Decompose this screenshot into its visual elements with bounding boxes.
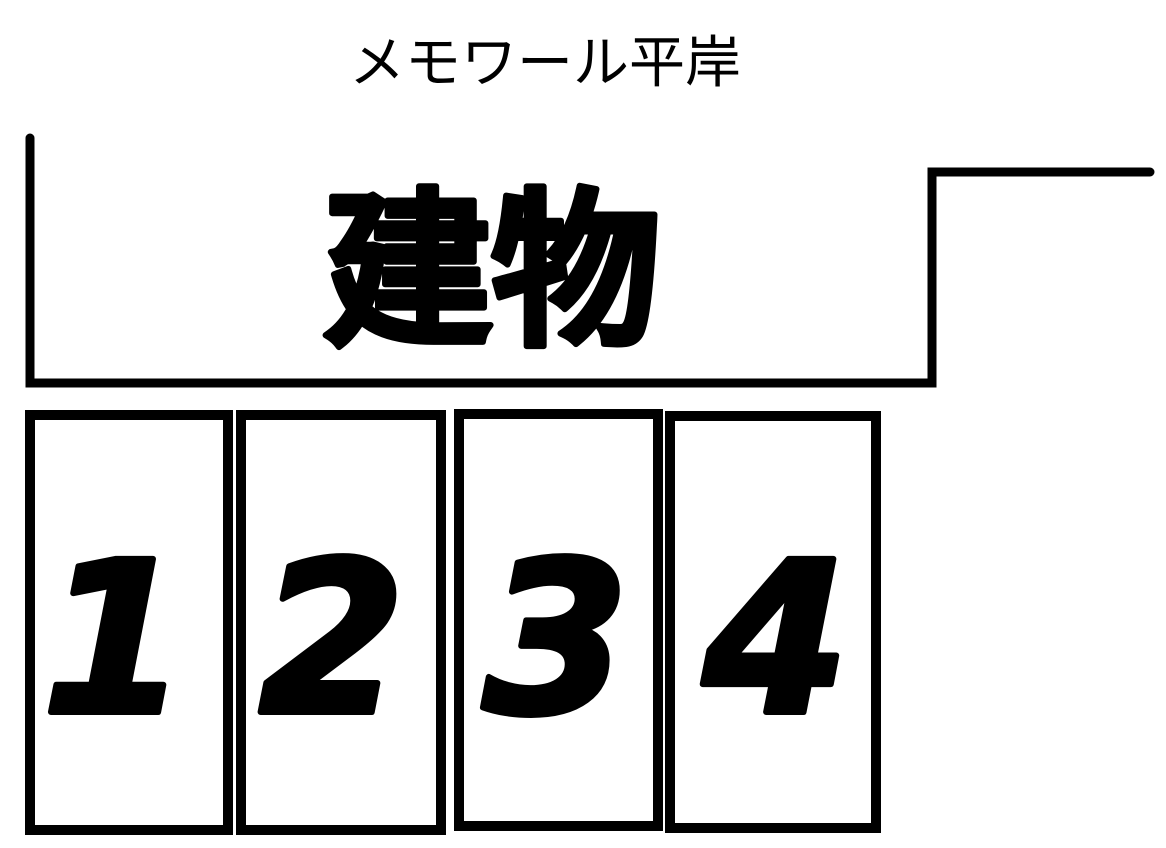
parking-space-number: 2 [259, 517, 405, 762]
property-title: メモワール平岸 [349, 31, 741, 96]
parking-space-1: 1 [25, 410, 233, 835]
parking-space-box [25, 410, 233, 835]
parking-space-4: 4 [665, 411, 881, 833]
parking-space-number: 1 [42, 517, 188, 762]
building-label: 建物 [324, 174, 660, 370]
parking-space-box [454, 409, 663, 831]
parking-space-box [665, 411, 881, 833]
building-outline [25, 133, 1155, 388]
parking-space-2: 2 [236, 410, 446, 835]
parking-space-box [236, 410, 446, 835]
parking-space-3: 3 [454, 409, 663, 831]
parking-space-number: 4 [702, 517, 849, 762]
parking-space-number: 3 [483, 517, 629, 762]
